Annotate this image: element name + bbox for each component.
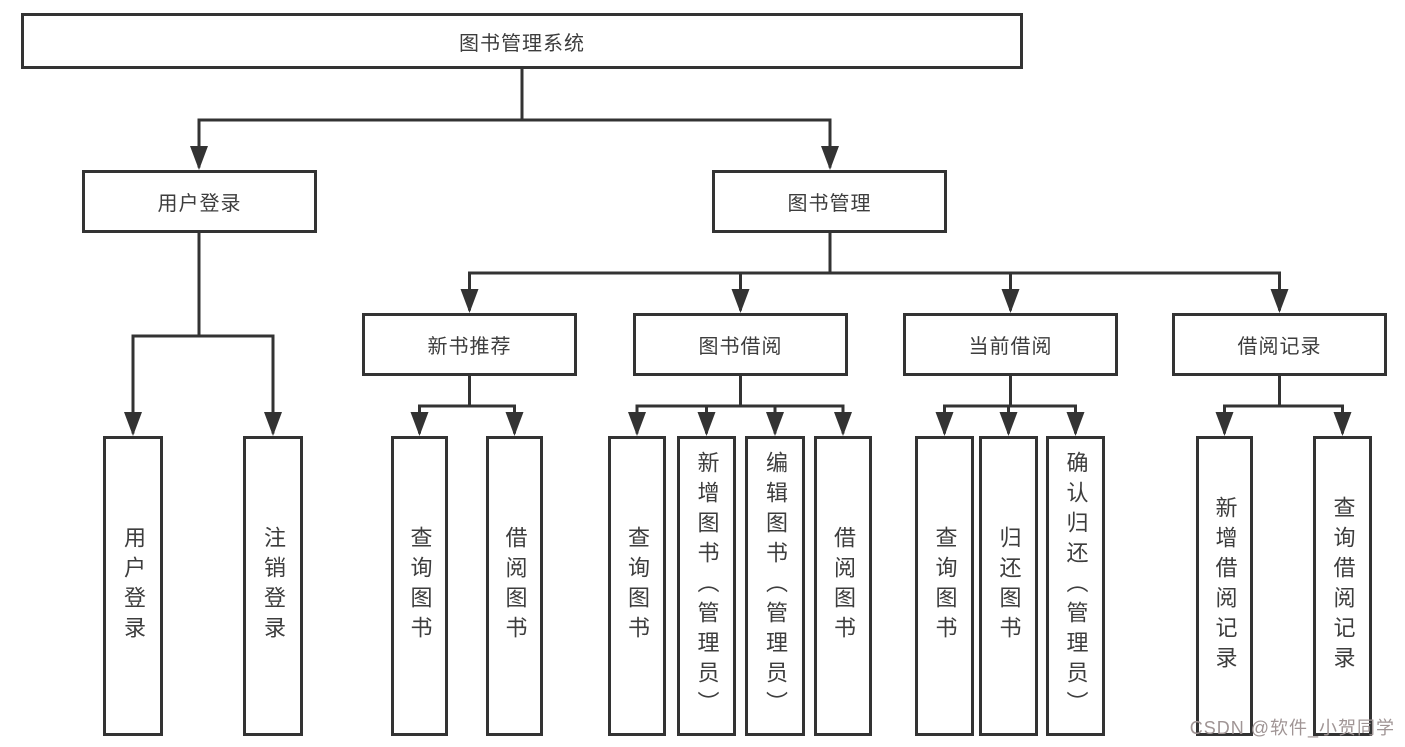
node-book-management: 图书管理	[712, 170, 947, 233]
csdn-watermark: CSDN @软件_小贺同学	[1189, 718, 1395, 738]
leaf-return-book: 归还图书	[979, 436, 1038, 736]
leaf-label: 新增借阅记录	[1212, 496, 1238, 676]
leaf-add-book-admin: 新增图书（管理员）	[677, 436, 736, 736]
leaf-add-borrow-record: 新增借阅记录	[1196, 436, 1253, 736]
leaf-logout: 注销登录	[243, 436, 303, 736]
leaf-query-book-3: 查询图书	[915, 436, 974, 736]
leaf-label: 编辑图书（管理员）	[763, 451, 788, 721]
leaf-confirm-return-admin: 确认归还（管理员）	[1046, 436, 1105, 736]
leaf-label: 归还图书	[996, 526, 1022, 646]
leaf-label: 新增图书（管理员）	[694, 451, 720, 721]
leaf-label: 查询图书	[407, 526, 433, 646]
leaf-label: 确认归还（管理员）	[1063, 451, 1089, 721]
leaf-query-book-1: 查询图书	[391, 436, 448, 736]
leaf-label: 注销登录	[261, 526, 286, 646]
leaf-borrow-book-2: 借阅图书	[814, 436, 872, 736]
leaf-borrow-book-1: 借阅图书	[486, 436, 543, 736]
leaf-label: 查询图书	[625, 526, 650, 646]
leaf-query-borrow-record: 查询借阅记录	[1313, 436, 1372, 736]
leaf-label: 用户登录	[121, 526, 146, 646]
node-current-borrow: 当前借阅	[903, 313, 1118, 376]
leaf-edit-book-admin: 编辑图书（管理员）	[745, 436, 805, 736]
leaf-label: 借阅图书	[831, 526, 856, 646]
leaf-user-login: 用户登录	[103, 436, 163, 736]
leaf-query-book-2: 查询图书	[608, 436, 666, 736]
node-root: 图书管理系统	[21, 13, 1023, 69]
node-borrow-record: 借阅记录	[1172, 313, 1387, 376]
leaf-label: 借阅图书	[502, 526, 528, 646]
node-user-login: 用户登录	[82, 170, 317, 233]
leaf-label: 查询借阅记录	[1330, 496, 1356, 676]
leaf-label: 查询图书	[932, 526, 958, 646]
node-book-borrow: 图书借阅	[633, 313, 848, 376]
node-new-book-recommend: 新书推荐	[362, 313, 577, 376]
